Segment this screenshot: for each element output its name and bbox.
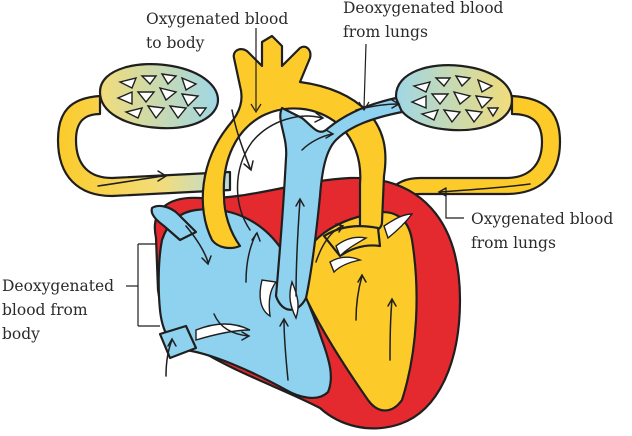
left-lung-capillaries [98,62,220,130]
heart-valves [195,213,414,341]
right-lung-capillaries [394,64,514,132]
label-oxygenated-to-body: Oxygenated blood to body [146,10,293,52]
pulmonary-artery [274,96,404,311]
label-deoxygenated-from-lungs: Deoxygenated blood from lungs [343,0,508,41]
right-ventricle [157,208,332,399]
flow-arrows [97,99,531,381]
leader-lines [126,28,464,327]
label-oxygenated-from-lungs: Oxygenated blood from lungs [471,210,618,252]
superior-vena-cava [150,204,198,242]
aorta [201,34,387,250]
label-deoxygenated-from-body: Deoxygenated blood from body [2,277,119,343]
